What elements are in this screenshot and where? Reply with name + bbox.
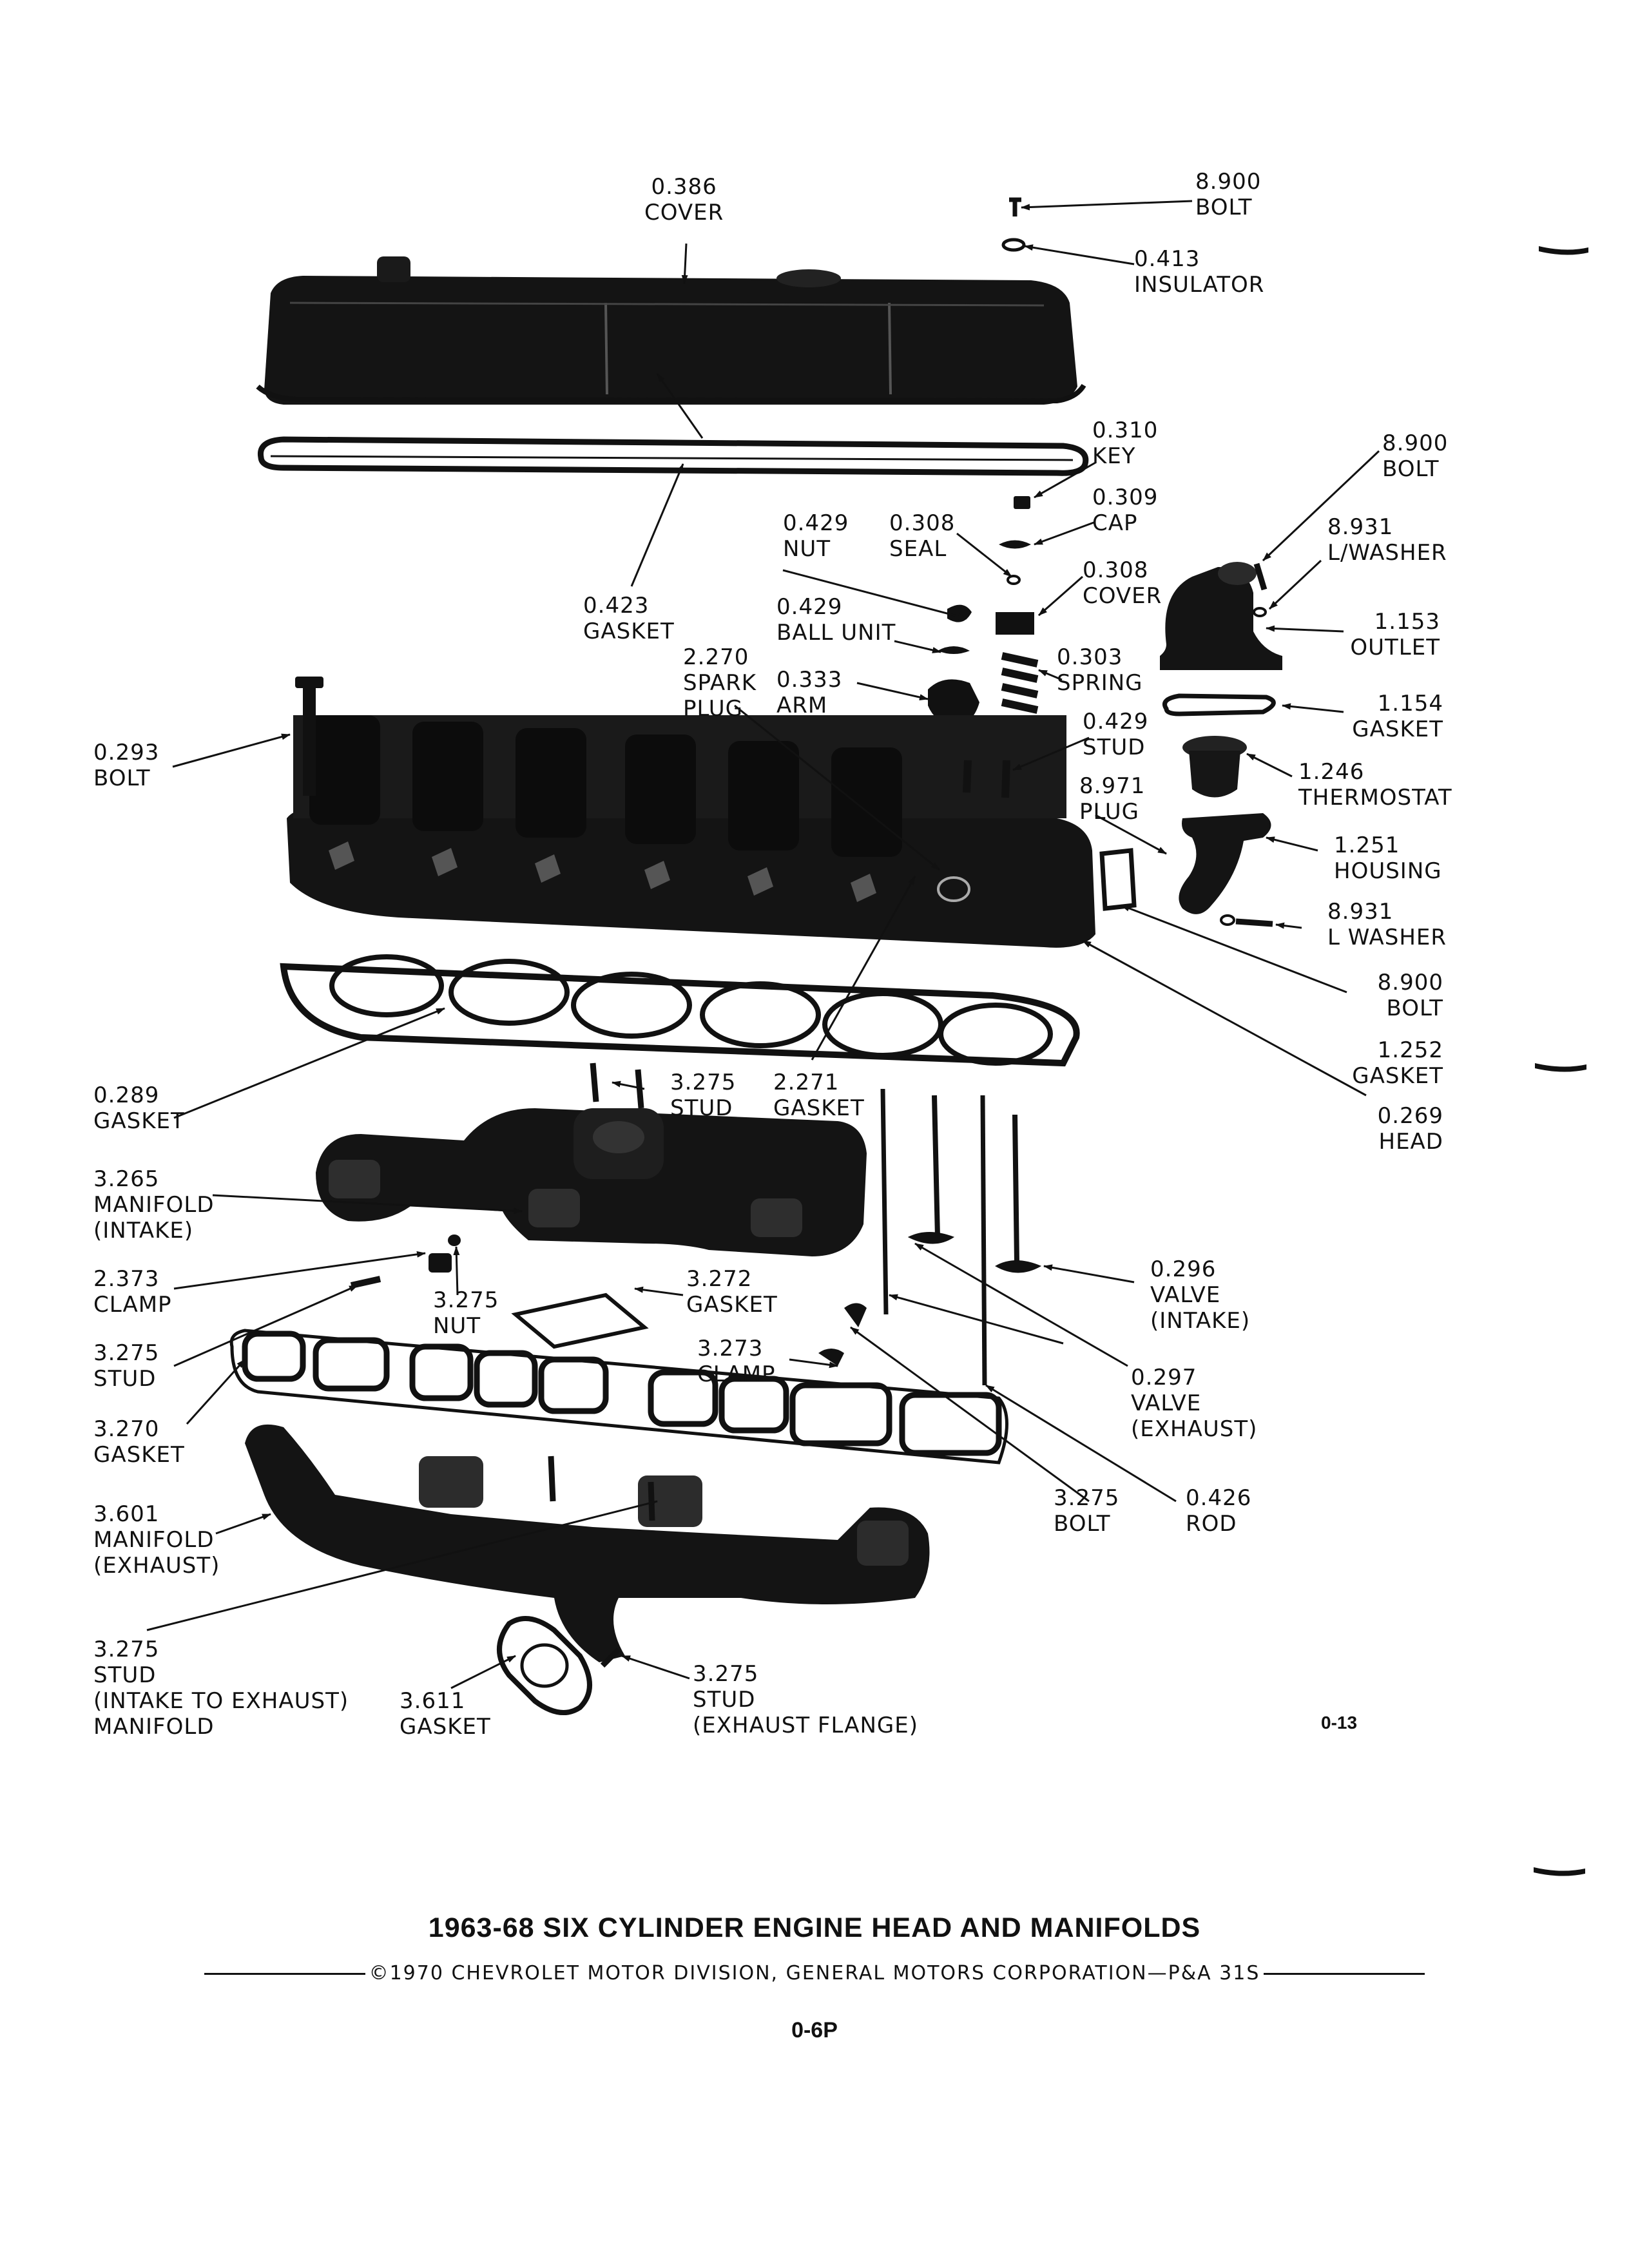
figure-code: 0-13 — [1321, 1713, 1358, 1733]
exhaust-flange-gasket-part — [497, 1616, 621, 1715]
leader-lines — [146, 200, 1380, 1689]
exhaust-manifold-gasket-part — [229, 1329, 1008, 1465]
page-title: 1963-68 SIX CYLINDER ENGINE HEAD AND MAN… — [428, 1912, 1201, 1943]
small-top-parts — [928, 197, 1039, 728]
valves-and-rods — [880, 1088, 1042, 1386]
middle-small-parts — [350, 1062, 867, 1366]
copyright-line: ©1970 CHEVROLET MOTOR DIVISION, GENERAL … — [0, 1962, 1629, 1984]
exhaust-manifold-part — [245, 1424, 930, 1662]
rule-left — [204, 1973, 365, 1975]
rocker-cover-part — [256, 256, 1086, 405]
rule-right — [1264, 1973, 1425, 1975]
cover-gasket-part — [257, 436, 1089, 476]
intake-manifold-part — [316, 1108, 867, 1256]
thermostat-housing-parts — [1099, 562, 1282, 927]
cylinder-head-part — [287, 677, 1095, 948]
head-gasket-part — [280, 954, 1080, 1067]
copyright-text: ©1970 CHEVROLET MOTOR DIVISION, GENERAL … — [369, 1962, 1260, 1984]
page-edge-marks — [1534, 246, 1588, 1876]
page-number: 0-6P — [791, 2018, 838, 2042]
